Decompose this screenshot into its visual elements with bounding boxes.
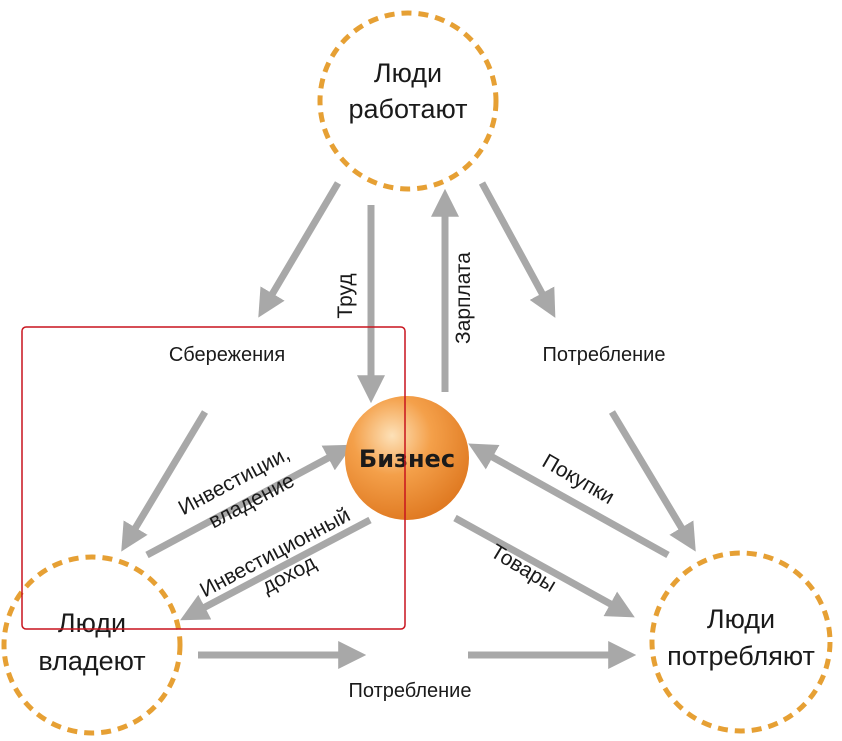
center-node-label: Бизнес — [359, 445, 455, 473]
right-node-line2: потребляют — [667, 641, 815, 671]
left-node-circle — [1, 554, 183, 736]
right-node-circle — [649, 550, 833, 734]
highlight-box — [21, 326, 406, 630]
center-node: Бизнес — [345, 396, 469, 520]
arrow-work-to-savings — [258, 181, 342, 318]
arrow-investment — [145, 444, 353, 559]
arrow-consumption-to-consume — [608, 410, 696, 552]
label-labor: Труд — [334, 273, 357, 318]
arrow-savings-to-own — [121, 410, 209, 552]
label-savings: Сбережения — [169, 344, 285, 366]
left-node-line1: Люди — [58, 608, 126, 638]
left-node-line2: владеют — [38, 646, 145, 676]
arrow-goods — [453, 514, 635, 618]
right-node-line1: Люди — [707, 604, 775, 634]
arrow-purchases — [468, 443, 670, 559]
center-node-circle — [345, 396, 469, 520]
arrow-investment-income — [180, 516, 372, 621]
label-consumption-top: Потребление — [543, 344, 666, 366]
label-purchases: Покупки — [538, 450, 618, 509]
left-node: Люди владеют — [1, 554, 183, 736]
top-node: Люди работают — [317, 10, 499, 192]
arrow-work-to-consumption — [478, 181, 556, 318]
top-node-line2: работают — [348, 94, 467, 124]
top-node-circle — [317, 10, 499, 192]
right-node: Люди потребляют — [649, 550, 833, 734]
label-salary: Зарплата — [452, 252, 475, 344]
arrows — [121, 181, 696, 669]
top-node-line1: Люди — [374, 58, 442, 88]
label-consumption-bottom: Потребление — [349, 680, 472, 702]
